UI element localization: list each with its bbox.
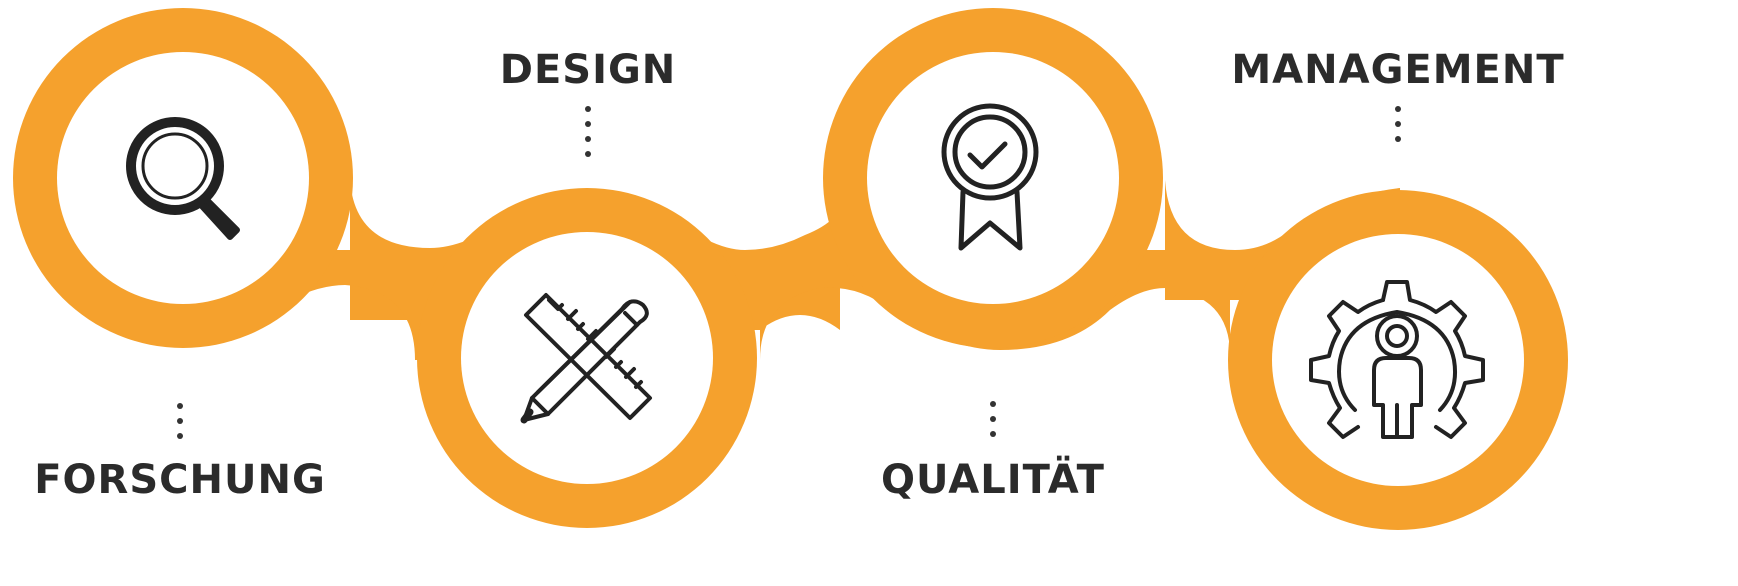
leader-dot	[585, 136, 591, 142]
leader-dot	[1395, 136, 1401, 142]
leader-dot	[585, 106, 591, 112]
step-label-management: MANAGEMENT	[1231, 47, 1565, 93]
pencil-ruler-icon	[520, 293, 652, 424]
leader-dot	[177, 418, 183, 424]
award-ribbon-icon	[941, 103, 1039, 251]
dotted-leader-forschung	[177, 403, 183, 448]
person-gear-icon	[1309, 280, 1485, 439]
leader-dot	[1395, 106, 1401, 112]
leader-dot	[177, 403, 183, 409]
leader-dot	[177, 433, 183, 439]
dotted-leader-qualitaet	[990, 401, 996, 446]
magnifier-icon	[126, 117, 240, 240]
inner-circle-design	[461, 232, 713, 484]
step-label-forschung: FORSCHUNG	[34, 457, 326, 503]
step-label-design: DESIGN	[499, 47, 677, 93]
leader-dot	[585, 151, 591, 157]
inner-circle-qualitaet	[867, 52, 1119, 304]
step-label-qualitaet: QUALITÄT	[881, 457, 1105, 503]
dotted-leader-design	[585, 106, 591, 166]
leader-dot	[990, 431, 996, 437]
inner-circle-forschung	[57, 52, 309, 304]
leader-dot	[585, 121, 591, 127]
leader-dot	[990, 401, 996, 407]
leader-dot	[990, 416, 996, 422]
leader-dot	[1395, 121, 1401, 127]
dotted-leader-management	[1395, 106, 1401, 151]
